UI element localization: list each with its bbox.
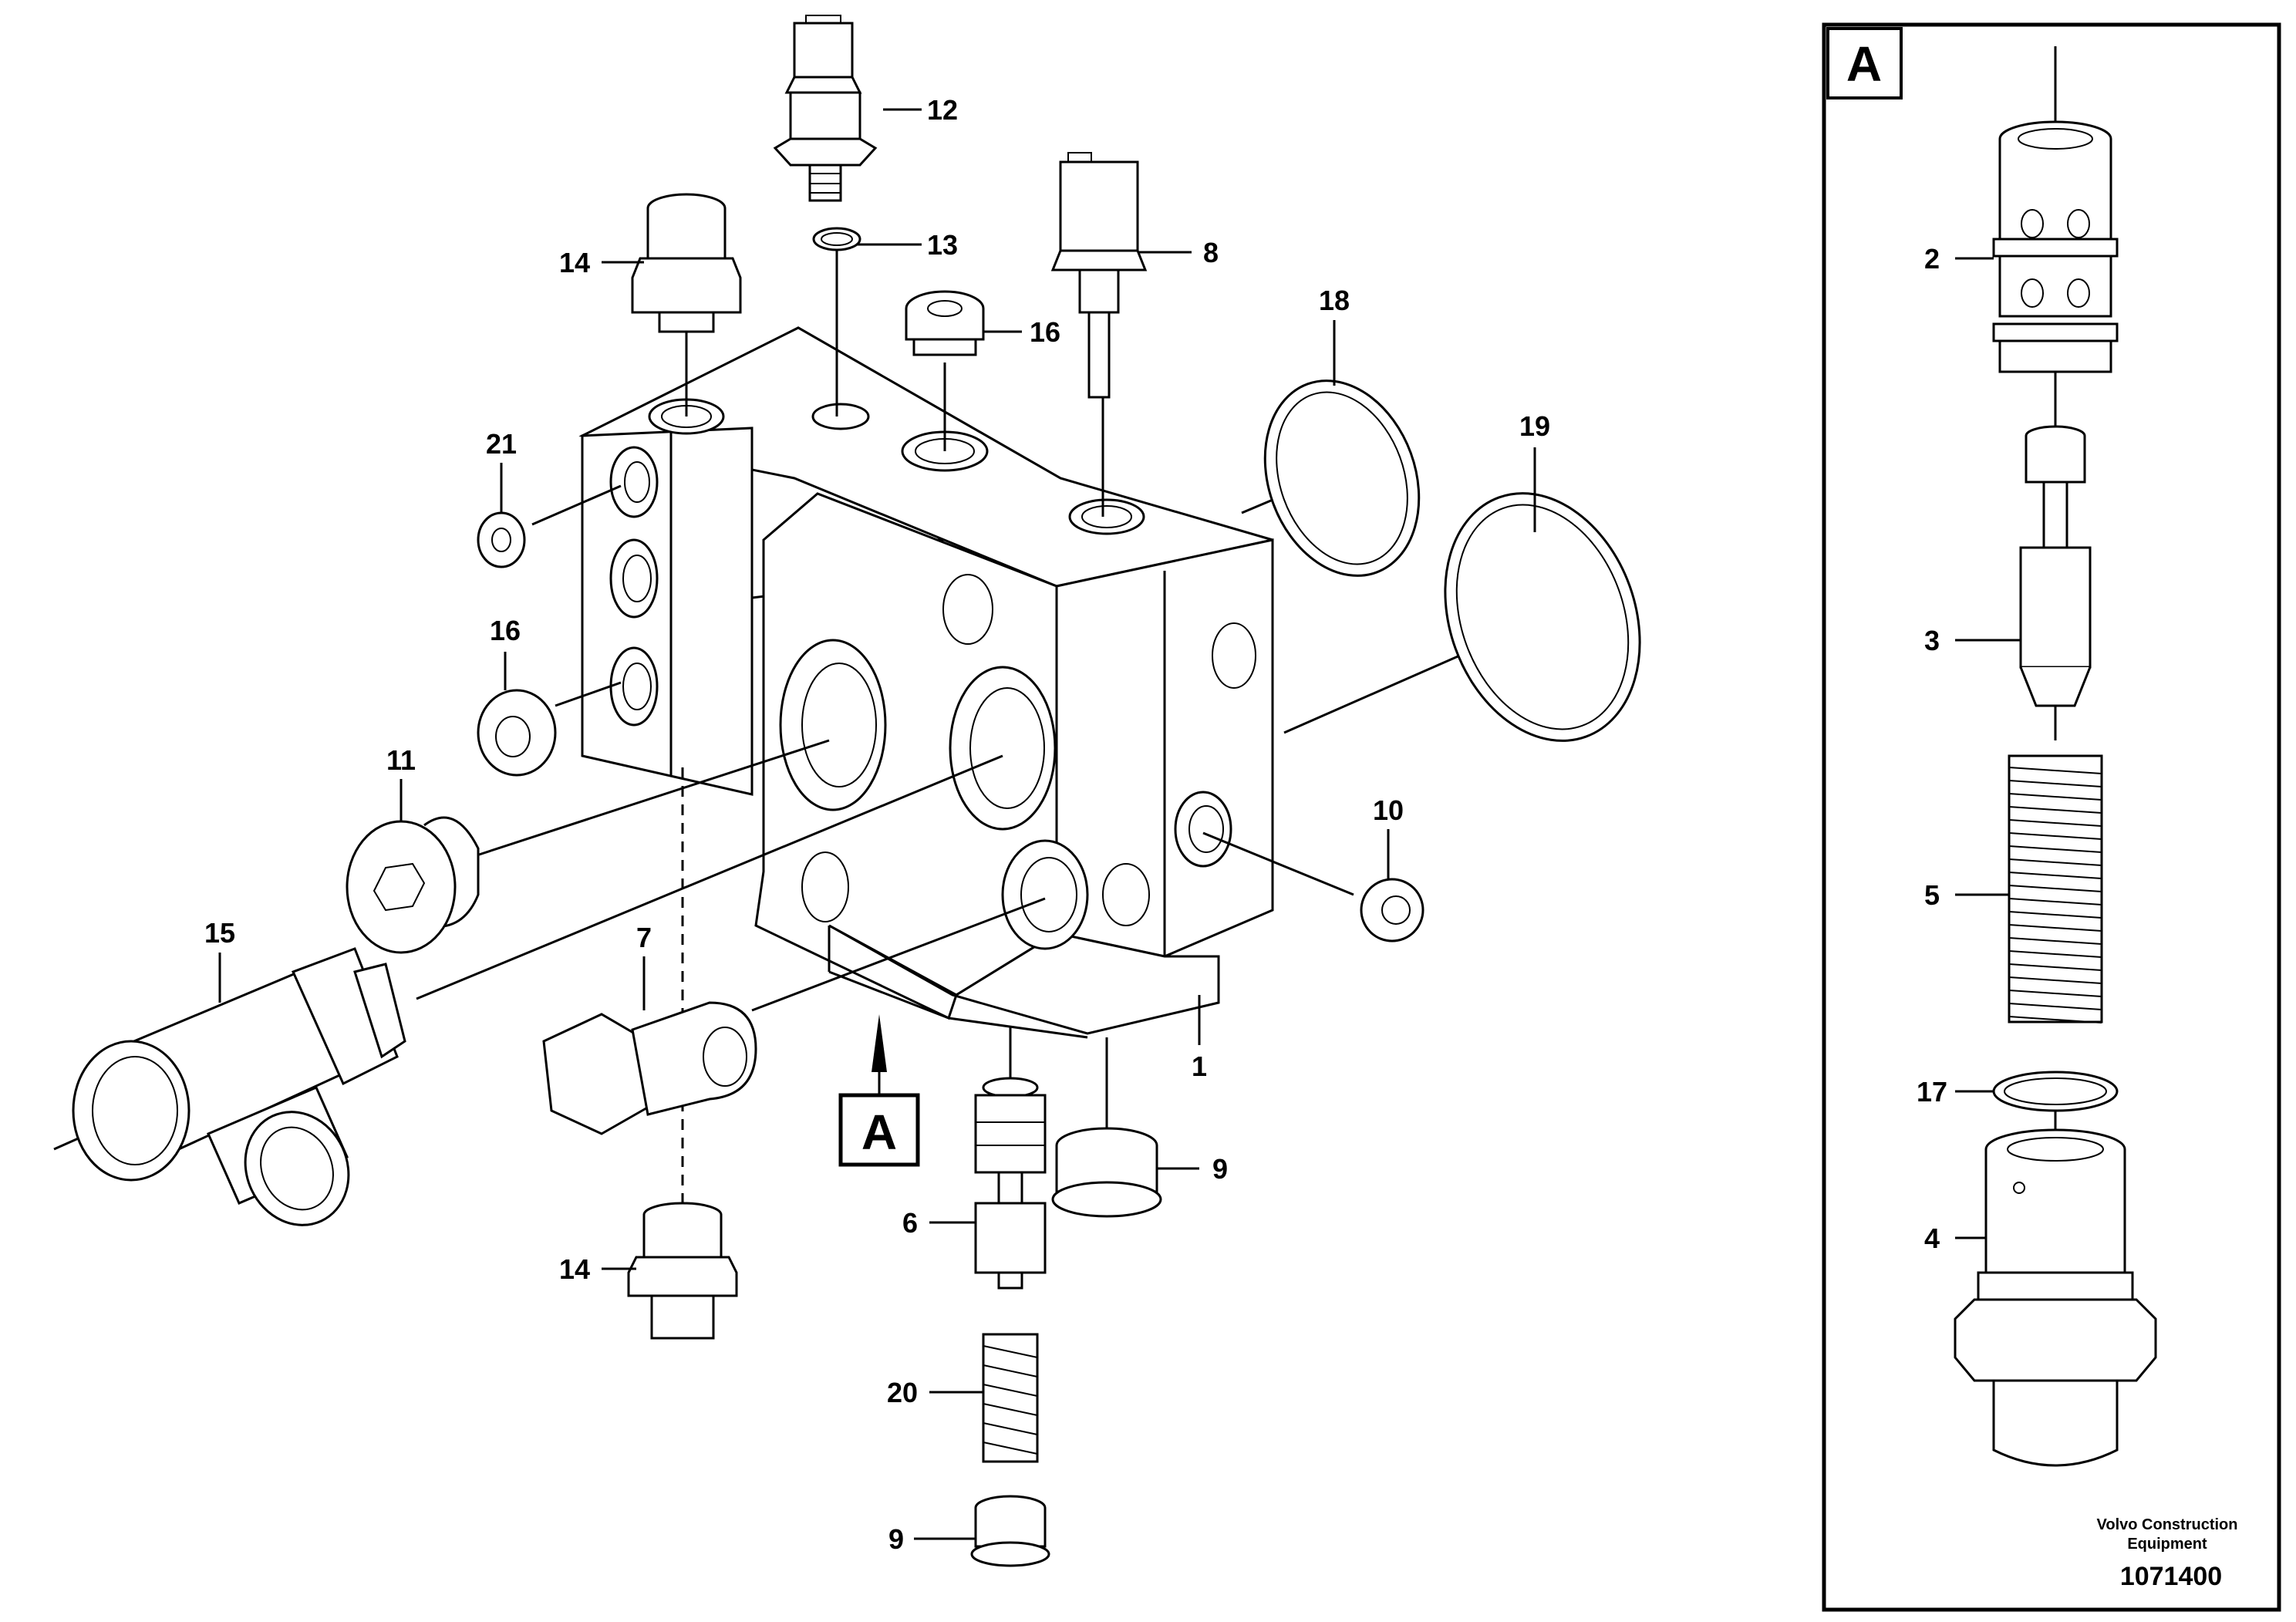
spring-part-20 <box>982 1333 1039 1463</box>
temperature-sensor-part-8 <box>1050 152 1148 399</box>
callout-16-left: 16 <box>490 615 521 646</box>
spring-coil <box>2008 858 2102 866</box>
callout-1: 1 <box>1192 1050 1207 1082</box>
plug-part-10 <box>1360 878 1424 943</box>
spring-coil <box>2008 780 2102 787</box>
o-ring-part-19 <box>1444 492 1641 742</box>
plug-part-9-middle <box>1051 1127 1162 1218</box>
spring-coil <box>2008 1003 2102 1010</box>
spring-coil <box>2008 793 2102 801</box>
callout-10: 10 <box>1373 794 1404 826</box>
callout-9-bottom: 9 <box>888 1523 904 1555</box>
spring-coil <box>2008 845 2102 853</box>
view-marker: A <box>861 1104 897 1160</box>
callout-21: 21 <box>486 428 517 460</box>
plug-part-21 <box>477 511 526 568</box>
plug-part-16-top <box>905 290 985 356</box>
spring-coil <box>2008 885 2102 892</box>
spring-coil <box>2008 990 2102 997</box>
callout-11: 11 <box>386 744 416 776</box>
callout-13: 13 <box>927 229 958 261</box>
spring-coil <box>2008 911 2102 919</box>
callout-4: 4 <box>1924 1222 1940 1254</box>
valve-block-part-1 <box>578 326 1274 1039</box>
callout-18: 18 <box>1319 285 1350 316</box>
callout-14-top: 14 <box>559 247 590 278</box>
callout-14-bottom: 14 <box>559 1253 590 1285</box>
callout-3: 3 <box>1924 625 1940 656</box>
document-number: 1071400 <box>2120 1562 2222 1591</box>
fitting-part-14-top <box>631 193 742 333</box>
main-callout-leaders <box>218 108 1536 1540</box>
spring-coil <box>2008 898 2102 905</box>
callout-9-middle: 9 <box>1212 1153 1228 1185</box>
o-ring-part-13 <box>812 227 861 251</box>
spring-coil <box>2008 924 2102 932</box>
callout-12: 12 <box>927 94 958 126</box>
pressure-sensor-part-12 <box>773 15 878 202</box>
spring-coil <box>2008 1016 2102 1023</box>
detail-a-parts-lower <box>1954 1071 2157 1467</box>
spool-part-6 <box>974 1077 1047 1290</box>
adapter-part-15 <box>72 947 406 1226</box>
callout-8: 8 <box>1203 237 1219 268</box>
section-arrow <box>872 1014 887 1095</box>
callout-17: 17 <box>1917 1076 1947 1108</box>
company-name-line-2: Equipment <box>2127 1536 2207 1553</box>
company-name-line-1: Volvo Construction <box>2097 1516 2238 1533</box>
plug-part-9-bottom <box>970 1495 1050 1567</box>
plug-part-11 <box>346 816 480 954</box>
detail-a-label: A <box>1846 36 1882 92</box>
callout-7: 7 <box>636 922 652 953</box>
view-marker-box <box>838 1093 920 1167</box>
spring-coil <box>2008 872 2102 879</box>
spring-coil <box>2008 806 2102 814</box>
spring-coil <box>2008 950 2102 958</box>
plug-part-16-left <box>477 689 557 777</box>
detail-leader-lines <box>1955 257 2021 1239</box>
spring-coil <box>2008 767 2102 774</box>
check-valve-part-7 <box>542 1001 757 1135</box>
detail-a-label-box <box>1826 27 1903 99</box>
spring-coil <box>2008 832 2102 840</box>
spring-coil <box>2008 963 2102 971</box>
spring-coil <box>2008 976 2102 984</box>
callout-2: 2 <box>1924 243 1940 275</box>
o-ring-part-18 <box>1263 379 1421 577</box>
spring-coil <box>2008 937 2102 945</box>
spring-coil <box>2008 819 2102 827</box>
detail-a-spring-coils <box>2008 767 2102 1023</box>
callout-16-top: 16 <box>1030 316 1060 348</box>
fitting-part-14-bottom <box>627 1202 738 1340</box>
callout-19: 19 <box>1519 410 1550 442</box>
callout-6: 6 <box>902 1207 918 1239</box>
callout-5: 5 <box>1924 879 1940 911</box>
callout-20: 20 <box>887 1377 918 1408</box>
callout-15: 15 <box>204 917 235 949</box>
